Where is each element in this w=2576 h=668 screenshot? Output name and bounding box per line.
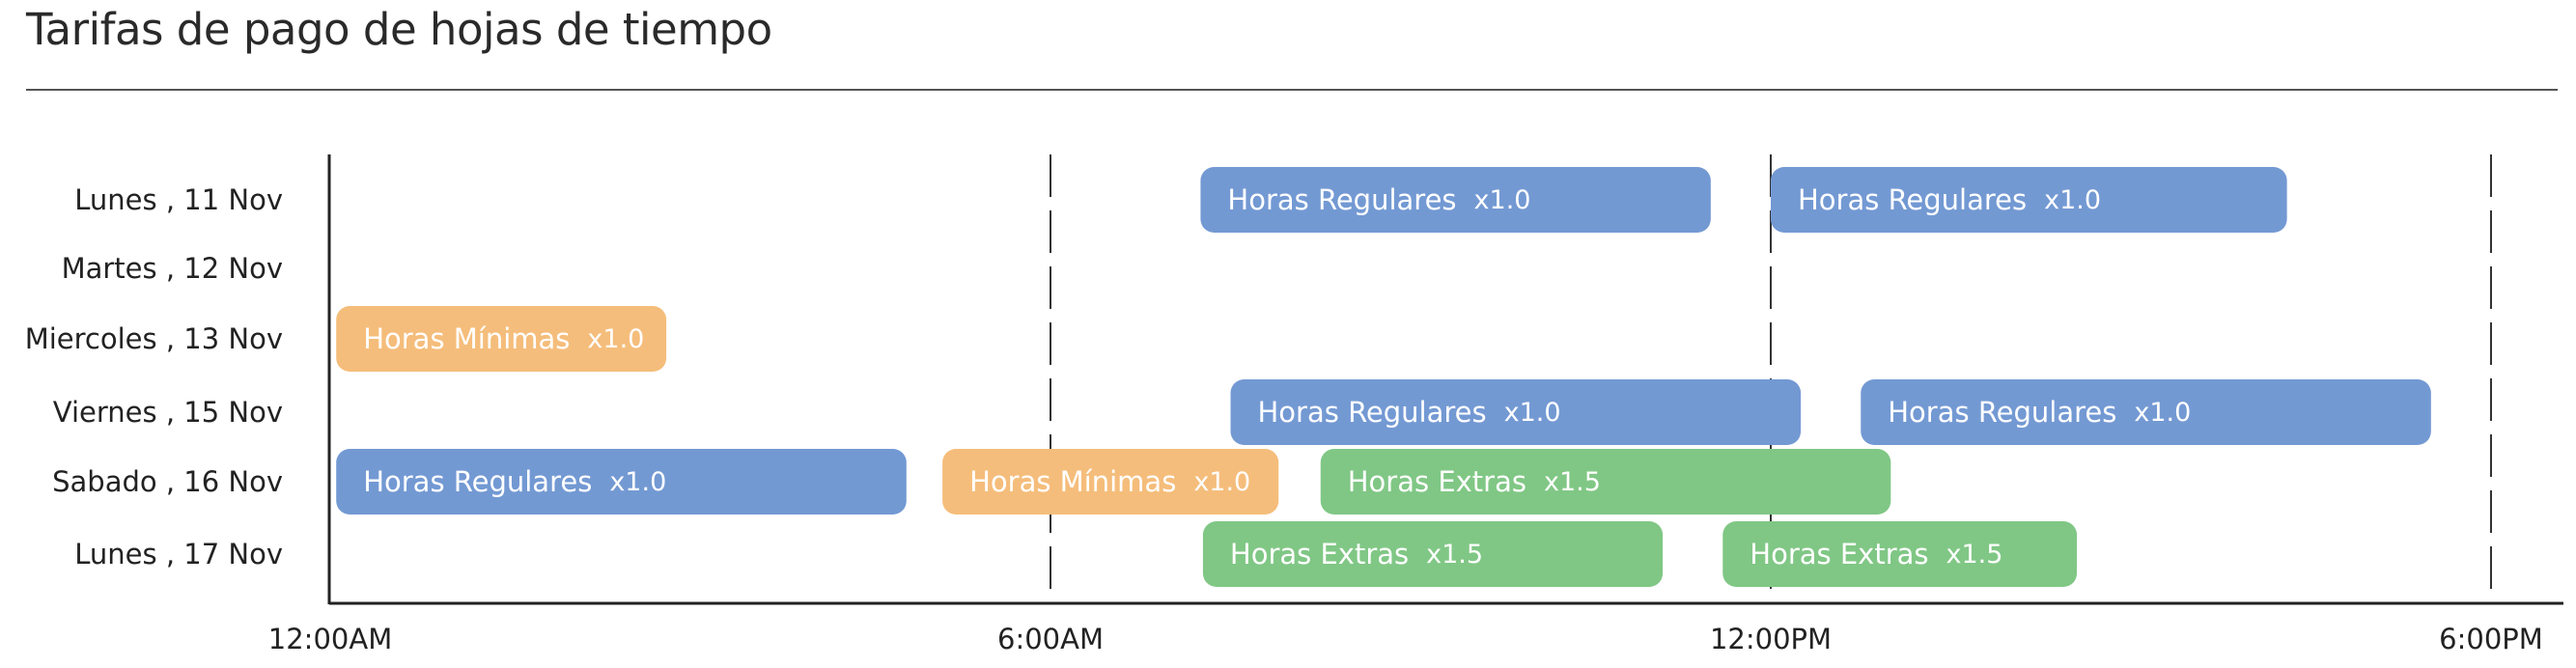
row-label-5: Lunes , 17 Nov <box>74 538 283 571</box>
bar-segment-9: Horas Extras x1.5 <box>1722 521 2078 587</box>
bar-segment-7: Horas Extras x1.5 <box>1320 449 1891 515</box>
bar-segment-5: Horas Regulares x1.0 <box>336 449 907 515</box>
bar-rect <box>336 306 667 372</box>
bar-label: Horas Extras <box>1750 538 1928 571</box>
tick-labels: 12:00AM 6:00AM 12:00PM 6:00PM <box>268 623 2543 655</box>
bar-label: Horas Regulares <box>1227 183 1456 216</box>
row-label-0: Lunes , 11 Nov <box>74 183 283 216</box>
bar-rect <box>1200 167 1711 233</box>
bar-label: Horas Extras <box>1348 465 1526 498</box>
bar-rect <box>1320 449 1891 515</box>
bar-rate: x1.0 <box>1193 467 1250 497</box>
bar-label: Horas Regulares <box>1888 396 2116 429</box>
bar-segment-0: Horas Regulares x1.0 <box>1200 167 1711 233</box>
bar-rect <box>1202 521 1664 587</box>
bar-segment-4: Horas Regulares x1.0 <box>1861 379 2431 445</box>
bar-rect <box>942 449 1279 515</box>
bar-label: Horas Regulares <box>1258 396 1487 429</box>
x-tick-label-1: 6:00AM <box>997 623 1104 655</box>
bar-label: Horas Mínimas <box>363 322 570 355</box>
bar-rect <box>1771 167 2287 233</box>
bar-segment-2: Horas Mínimas x1.0 <box>336 306 667 372</box>
x-tick-label-0: 12:00AM <box>268 623 392 655</box>
bar-rect <box>1230 379 1802 445</box>
bar-rect <box>1861 379 2431 445</box>
row-label-1: Martes , 12 Nov <box>62 252 283 285</box>
row-label-2: Miercoles , 13 Nov <box>25 322 283 355</box>
bar-segment-6: Horas Mínimas x1.0 <box>942 449 1279 515</box>
bar-rate: x1.0 <box>1504 398 1561 428</box>
bar-label: Horas Extras <box>1230 538 1409 571</box>
bar-rate: x1.5 <box>1426 540 1483 570</box>
bar-rate: x1.0 <box>1474 185 1531 215</box>
bar-label: Horas Regulares <box>1798 183 2027 216</box>
bar-rect <box>336 449 907 515</box>
bar-label: Horas Regulares <box>363 465 592 498</box>
bar-segment-1: Horas Regulares x1.0 <box>1771 167 2287 233</box>
bar-rect <box>1722 521 2078 587</box>
x-tick-label-3: 6:00PM <box>2439 623 2543 655</box>
bar-rate: x1.5 <box>1544 467 1601 497</box>
bar-rate: x1.0 <box>2134 398 2191 428</box>
bar-rate: x1.0 <box>609 467 666 497</box>
bar-segment-8: Horas Extras x1.5 <box>1202 521 1664 587</box>
bar-label: Horas Mínimas <box>969 465 1176 498</box>
row-label-3: Viernes , 15 Nov <box>53 396 283 429</box>
axis-layer <box>327 154 2563 605</box>
bar-rate: x1.0 <box>2044 185 2101 215</box>
bar-rate: x1.0 <box>587 324 644 354</box>
title-divider <box>26 89 2558 91</box>
bar-segment-3: Horas Regulares x1.0 <box>1230 379 1802 445</box>
x-tick-label-2: 12:00PM <box>1710 623 1832 655</box>
page-title: Tarifas de pago de hojas de tiempo <box>26 4 772 55</box>
row-label-4: Sabado , 16 Nov <box>52 465 283 498</box>
bar-rate: x1.5 <box>1946 540 2003 570</box>
